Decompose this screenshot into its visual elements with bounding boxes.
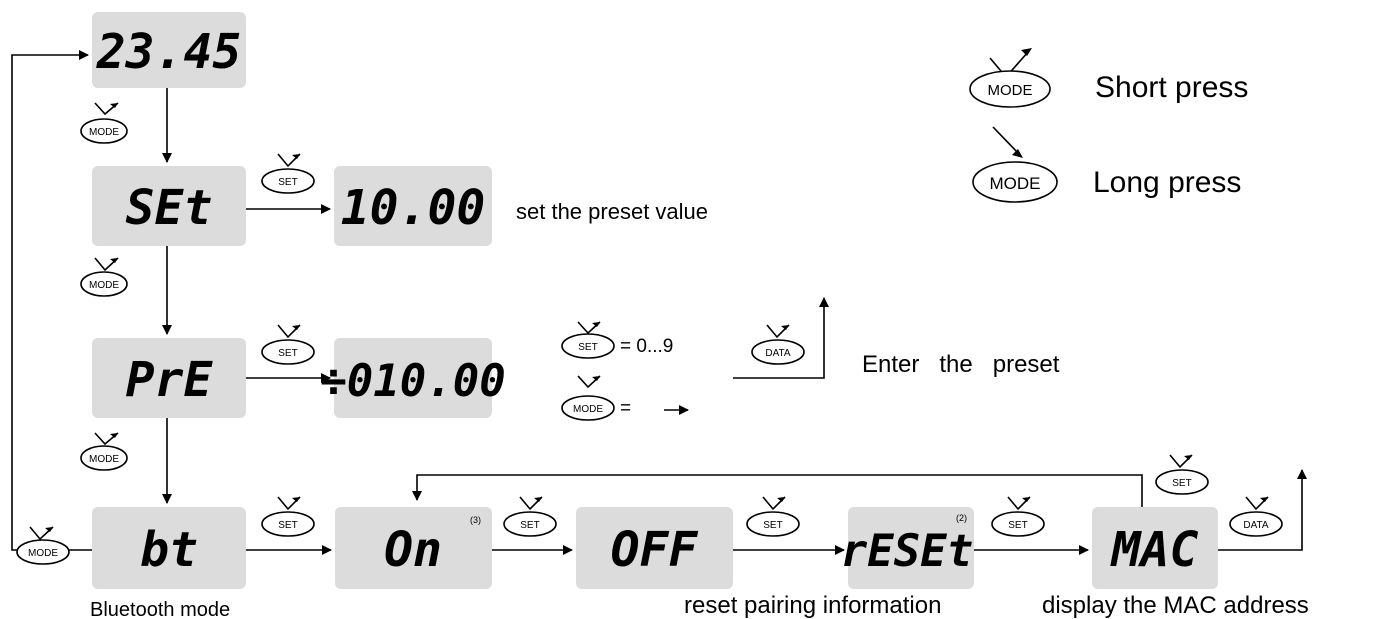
lcd-set-value-text: 10.00 — [341, 180, 486, 236]
lcd-mac: MAC — [1092, 507, 1218, 589]
connector-lines — [11, 50, 1307, 555]
legend-long-press-text: Long press — [1093, 166, 1241, 199]
arrow-mac-data-exit — [1218, 469, 1307, 551]
svg-text:SET: SET — [1172, 478, 1191, 489]
enter-preset-label: Enter the preset — [862, 351, 1060, 378]
lcd-reset-text: rESEt — [841, 526, 973, 577]
arrow-bt-loop-back — [11, 50, 92, 551]
set-button-icon-7: SET — [1155, 454, 1209, 495]
lcd-off: OFF — [576, 507, 733, 589]
svg-text:SET: SET — [763, 520, 782, 531]
svg-text:DATA: DATA — [765, 348, 791, 359]
svg-text:SET: SET — [1008, 520, 1027, 531]
lcd-pre-value-text: ÷010.00 — [320, 356, 505, 407]
legend-long-press: MODE Long press — [972, 126, 1241, 203]
set-button-icon-2: SET — [261, 324, 315, 365]
data-button-icon-2: DATA — [751, 324, 805, 365]
mode-button-icon-1: MODE — [80, 102, 128, 144]
svg-text:MODE: MODE — [89, 280, 119, 291]
lcd-reset-superscript: (2) — [956, 513, 967, 523]
svg-text:SET: SET — [278, 520, 297, 531]
lcd-pre-text: PrE — [126, 352, 214, 408]
svg-text:MODE: MODE — [573, 404, 603, 415]
lcd-bt-text: bt — [140, 522, 198, 578]
lcd-set-text: SEt — [126, 180, 213, 236]
lcd-pre: PrE — [92, 338, 246, 418]
svg-text:SET: SET — [278, 177, 297, 188]
set-button-icon-legend: SET — [561, 321, 615, 359]
mode-button-icon-3: MODE — [80, 432, 128, 471]
set-button-icon-3: SET — [261, 496, 315, 537]
mode-button-icon-legend: MODE — [561, 375, 615, 421]
set-button-icon-1: SET — [261, 153, 315, 194]
svg-text:SET: SET — [578, 342, 597, 353]
svg-text:SET: SET — [278, 348, 297, 359]
lcd-main-text: 23.45 — [96, 24, 242, 80]
svg-text:DATA: DATA — [1243, 520, 1269, 531]
svg-text:MODE: MODE — [28, 548, 58, 559]
svg-text:SET: SET — [520, 520, 539, 531]
lcd-on-superscript: (3) — [470, 515, 481, 525]
mode-button-icon-4: MODE — [16, 526, 70, 565]
set-range-label: = 0...9 — [620, 336, 673, 357]
lcd-set-value: 10.00 — [334, 166, 492, 246]
lcd-set: SEt — [92, 166, 246, 246]
lcd-on-text: On — [384, 522, 442, 578]
display-mac-label: display the MAC address — [1042, 592, 1309, 619]
bluetooth-mode-label: Bluetooth mode — [90, 599, 230, 619]
lcd-on: On (3) — [335, 507, 492, 589]
mode-button-icon-2: MODE — [80, 257, 128, 297]
legend-short-press-text: Short press — [1095, 71, 1248, 104]
set-button-icon-4: SET — [503, 496, 557, 537]
set-button-icon-6: SET — [991, 496, 1045, 537]
legend-short-press: MODE Short press — [969, 48, 1248, 108]
arrow-preset-data-exit — [733, 297, 829, 379]
reset-pairing-label: reset pairing information — [684, 592, 941, 619]
lcd-pre-value: ÷010.00 — [320, 338, 506, 418]
svg-text:MODE: MODE — [89, 454, 119, 465]
lcd-bt: bt — [92, 507, 246, 589]
lcd-off-text: OFF — [611, 522, 699, 578]
lcd-reset: rESEt (2) — [841, 507, 974, 589]
legend-mode-button-text-2: MODE — [990, 174, 1041, 193]
lcd-mac-text: MAC — [1110, 522, 1199, 578]
svg-text:MODE: MODE — [89, 127, 119, 138]
set-button-icon-5: SET — [746, 496, 800, 537]
mode-eq-label: = — [620, 398, 631, 419]
data-button-icon-1: DATA — [1229, 496, 1283, 537]
arrow-mac-loop-to-on — [412, 474, 1143, 507]
lcd-main: 23.45 — [92, 12, 246, 88]
set-preset-label: set the preset value — [516, 199, 708, 224]
legend-mode-button-text: MODE — [988, 82, 1033, 99]
